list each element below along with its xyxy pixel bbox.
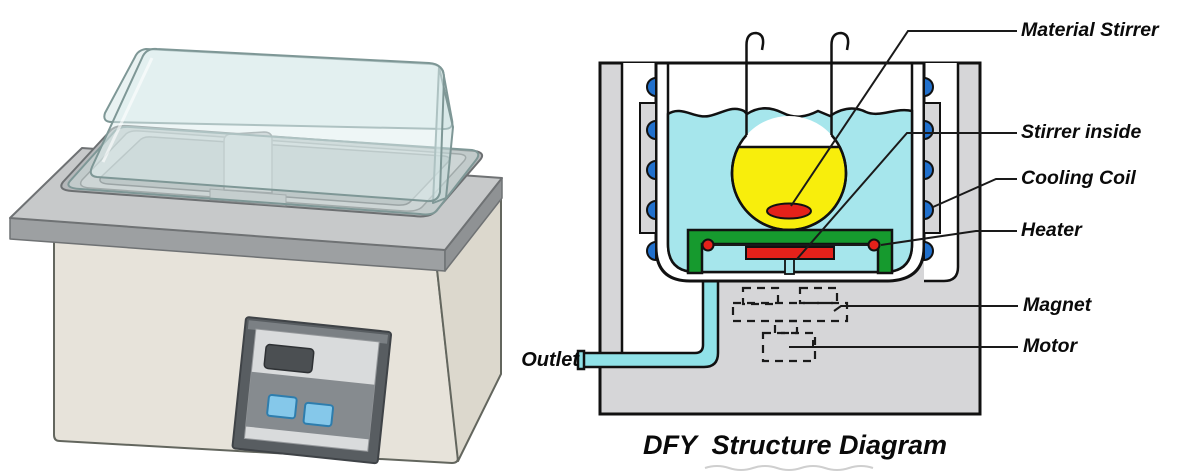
outlet-pipe-cap (576, 349, 586, 371)
coil-tubes-right (923, 76, 934, 262)
coil-tubes-left (646, 76, 657, 262)
casing-inner-edge-right (924, 63, 960, 283)
label-material-stirrer: Material Stirrer (1021, 19, 1159, 41)
leader-magnet (833, 305, 1018, 312)
leader-lines (789, 30, 1018, 348)
transparent-lid (67, 47, 480, 216)
label-motor: Motor (1023, 335, 1078, 357)
heater-element-left (701, 238, 715, 252)
leader-cooling-coil (932, 178, 1017, 208)
leader-heater (880, 230, 1017, 246)
panel-button-right (302, 401, 335, 428)
stirrer-inside-bar (745, 246, 835, 260)
leader-stirrer-inside (796, 132, 1017, 260)
stirrer-stem (784, 257, 795, 275)
panel-display (263, 343, 315, 374)
title-underline-squiggle (704, 465, 874, 471)
label-magnet: Magnet (1023, 294, 1092, 316)
label-heater: Heater (1021, 219, 1082, 241)
motor-shaft (773, 319, 799, 335)
flask-neck-left (745, 31, 765, 135)
lid-front-face (89, 47, 445, 203)
magnet-pole-left (741, 286, 780, 306)
label-cooling-coil: Cooling Coil (1021, 167, 1136, 189)
outlet-pipe (576, 279, 720, 371)
diagram-title: DFY Structure Diagram (642, 430, 948, 460)
panel-frame-bevel (247, 320, 389, 344)
label-stirrer-inside: Stirrer inside (1021, 121, 1142, 143)
label-outlet: Outlet (521, 349, 579, 371)
leader-material-stirrer (790, 30, 1017, 207)
heater-element-right (867, 238, 881, 252)
control-panel (231, 316, 393, 465)
motor-box (761, 331, 817, 363)
panel-button-left (266, 394, 298, 420)
dfy-structure-diagram (576, 30, 1018, 471)
water-bath-illustration (9, 47, 503, 465)
cooling-coil (639, 76, 941, 262)
magnet-motor (731, 286, 849, 363)
leader-motor (789, 340, 1018, 348)
flask-neck-right (830, 31, 850, 135)
lid-highlight (101, 57, 154, 163)
material-stirrer-bar (766, 202, 812, 220)
